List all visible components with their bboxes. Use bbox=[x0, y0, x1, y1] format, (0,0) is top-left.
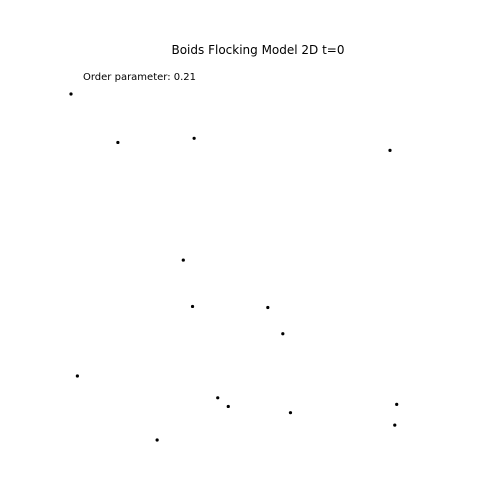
boid-point-10 bbox=[226, 404, 230, 409]
boid-point-3 bbox=[388, 148, 392, 152]
boid-point-0 bbox=[69, 92, 73, 96]
boid-point-1 bbox=[116, 140, 120, 145]
boid-point-11 bbox=[288, 411, 293, 415]
boid-point-8 bbox=[75, 374, 79, 378]
boid-point-6 bbox=[266, 305, 270, 310]
boid-point-4 bbox=[181, 258, 185, 262]
boids-points-layer bbox=[69, 92, 399, 442]
boid-point-12 bbox=[395, 402, 399, 406]
boid-point-7 bbox=[281, 332, 285, 336]
boid-point-13 bbox=[393, 423, 397, 427]
boid-point-9 bbox=[216, 396, 220, 400]
order-parameter-annotation: Order parameter: 0.21 bbox=[83, 72, 196, 83]
boid-point-2 bbox=[192, 136, 196, 140]
boid-point-5 bbox=[190, 304, 195, 309]
boid-point-14 bbox=[155, 438, 159, 442]
chart-title: Boids Flocking Model 2D t=0 bbox=[171, 43, 344, 57]
